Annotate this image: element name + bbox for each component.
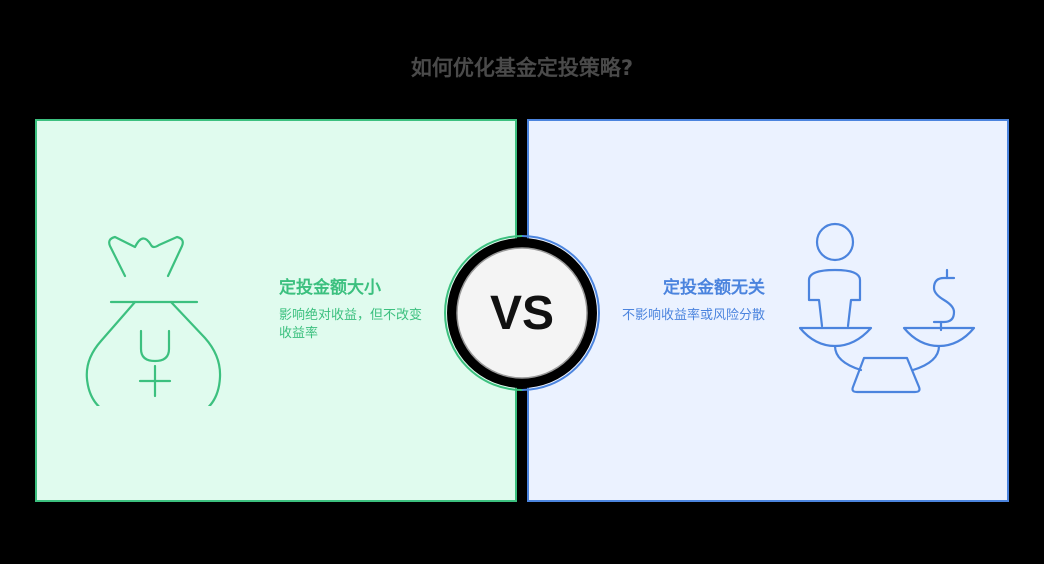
left-heading: 定投金额大小	[279, 278, 381, 298]
balance-scale-person-dollar-icon	[799, 222, 976, 394]
page-title: 如何优化基金定投策略?	[410, 56, 634, 80]
vs-badge: VS	[444, 235, 600, 391]
right-panel: 定投金额无关 不影响收益率或风险分散	[527, 119, 1009, 502]
left-description: 影响绝对收益，但不改变收益率	[279, 308, 423, 341]
left-panel: 定投金额大小 影响绝对收益，但不改变收益率	[35, 119, 517, 502]
right-description: 不影响收益率或风险分散	[621, 308, 765, 323]
vs-label: VS	[489, 286, 555, 340]
right-heading: 定投金额无关	[663, 278, 765, 298]
money-bag-icon	[85, 235, 222, 406]
